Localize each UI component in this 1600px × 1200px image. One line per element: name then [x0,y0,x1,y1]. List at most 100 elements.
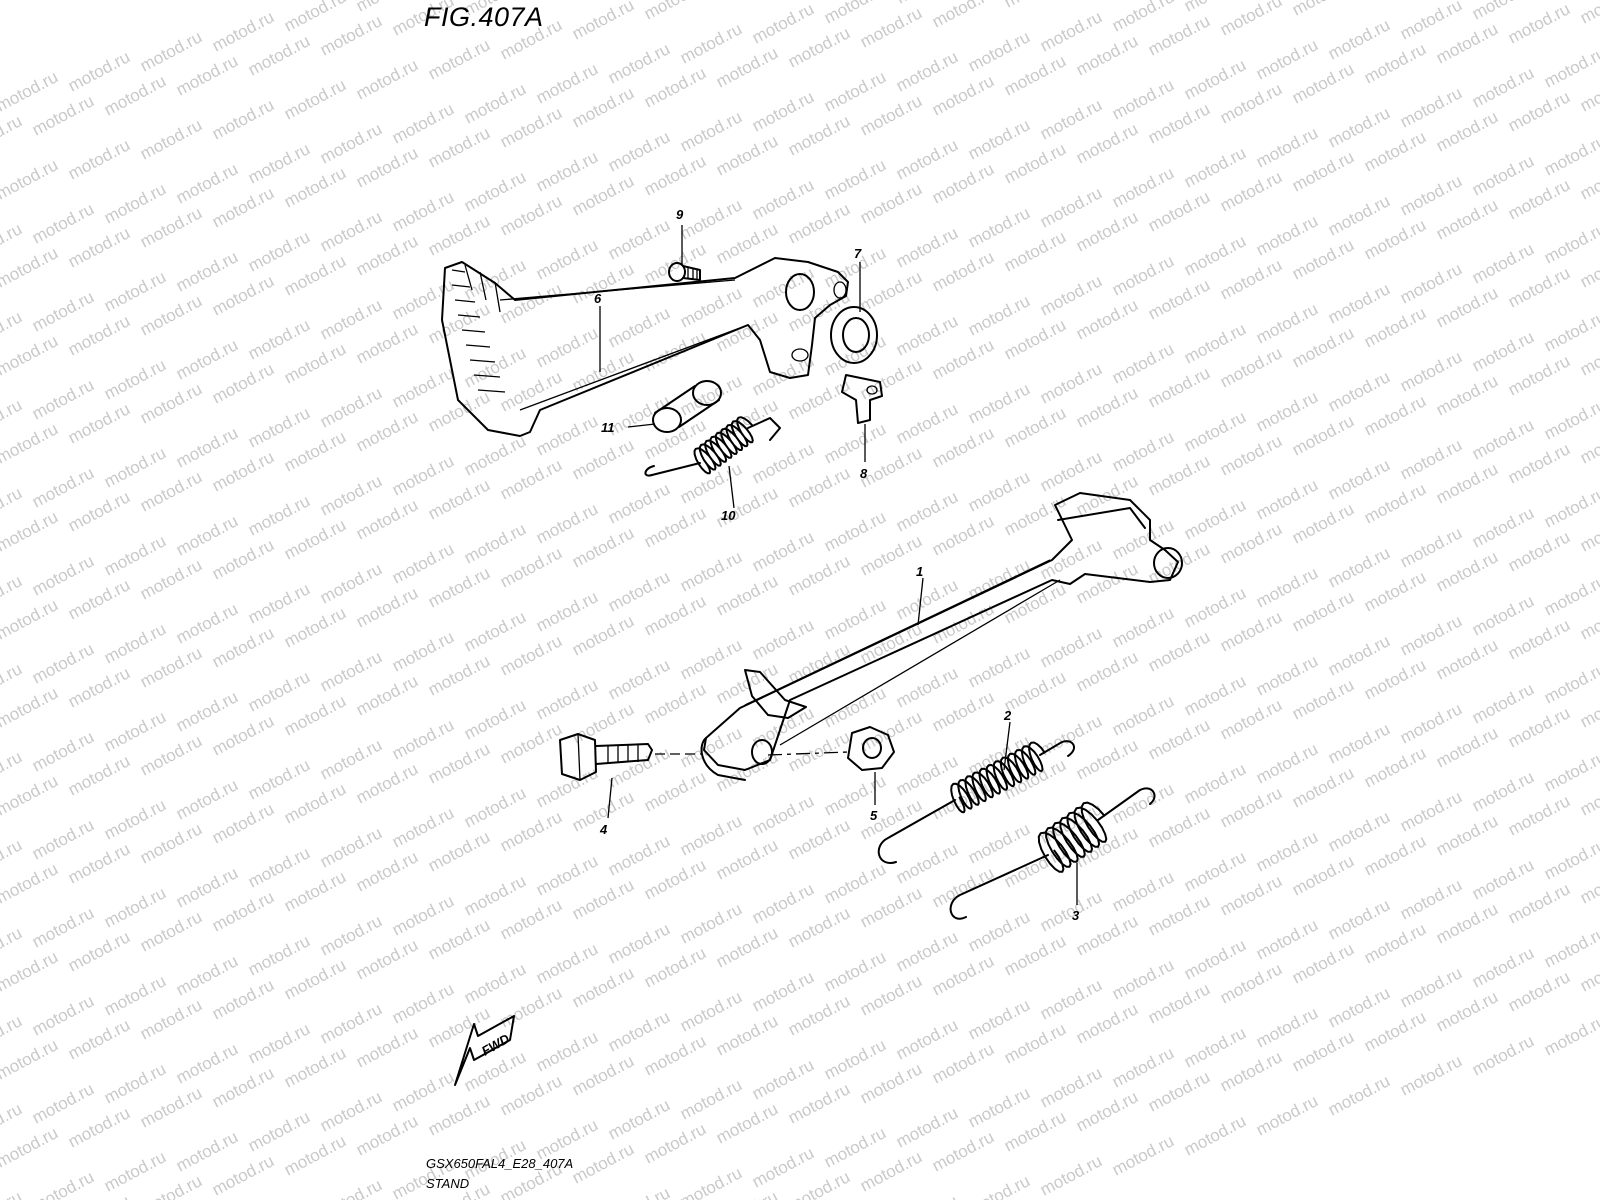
watermark-text: motod.ru [1217,167,1285,215]
watermark-text: motod.ru [1001,843,1069,891]
watermark-text: motod.ru [461,431,529,479]
watermark-text: motod.ru [497,719,565,767]
watermark-text: motod.ru [245,315,313,363]
watermark-text: motod.ru [1217,255,1285,303]
watermark-text: motod.ru [677,1163,745,1200]
nut [767,726,895,771]
watermark-text: motod.ru [785,639,853,687]
watermark-text: motod.ru [0,507,61,555]
watermark-text: motod.ru [1469,63,1537,111]
watermark-text: motod.ru [317,471,385,519]
watermark-text: motod.ru [821,67,889,115]
watermark-text: motod.ru [1397,1051,1465,1099]
watermark-text: motod.ru [1541,835,1600,883]
watermark-text: motod.ru [641,591,709,639]
watermark-text: motod.ru [317,911,385,959]
watermark-text: motod.ru [1145,451,1213,499]
watermark-text: motod.ru [1505,791,1573,839]
watermark-text: motod.ru [1037,183,1105,231]
watermark-text: motod.ru [1217,959,1285,1007]
watermark-text: motod.ru [605,1095,673,1143]
watermark-text: motod.ru [1541,571,1600,619]
watermark-text: motod.ru [569,963,637,1011]
watermark-text: motod.ru [317,823,385,871]
watermark-text: motod.ru [281,779,349,827]
watermark-text: motod.ru [929,863,997,911]
watermark-text: motod.ru [0,419,61,467]
watermark-text: motod.ru [317,1175,385,1200]
watermark-text: motod.ru [1289,1027,1357,1075]
watermark-text: motod.ru [713,923,781,971]
watermark-text: motod.ru [425,563,493,611]
leader-lines [599,225,1078,905]
watermark-text: motod.ru [1109,163,1177,211]
watermark-text: motod.ru [209,887,277,935]
watermark-text: motod.ru [497,103,565,151]
watermark-text: motod.ru [461,519,529,567]
watermark-text: motod.ru [29,1079,97,1127]
watermark-text: motod.ru [461,783,529,831]
watermark-text: motod.ru [1073,119,1141,167]
watermark-text: motod.ru [569,875,637,923]
callout-part-7: 7 [854,246,862,261]
watermark-text: motod.ru [605,567,673,615]
watermark-text: motod.ru [1109,339,1177,387]
watermark-text: motod.ru [641,63,709,111]
watermark-text: motod.ru [677,987,745,1035]
watermark-text: motod.ru [1181,495,1249,543]
watermark-text: motod.ru [101,443,169,491]
watermark-text: motod.ru [1073,295,1141,343]
watermark-text: motod.ru [857,267,925,315]
watermark-text: motod.ru [101,971,169,1019]
watermark-text: motod.ru [461,79,529,127]
watermark-text: motod.ru [461,607,529,655]
watermark-text: motod.ru [1145,627,1213,675]
watermark-text: motod.ru [245,1195,313,1200]
watermark-text: motod.ru [317,559,385,607]
watermark-text: motod.ru [209,359,277,407]
watermark-text: motod.ru [1397,699,1465,747]
watermark-text: motod.ru [137,115,205,163]
watermark-text: motod.ru [857,1147,925,1195]
watermark-text: motod.ru [965,27,1033,75]
watermark-text: motod.ru [65,1015,133,1063]
watermark-text: motod.ru [677,107,745,155]
watermark-text: motod.ru [1253,299,1321,347]
watermark-text: motod.ru [1325,983,1393,1031]
watermark-text: motod.ru [1217,783,1285,831]
watermark-text: motod.ru [137,555,205,603]
watermark-text: motod.ru [389,187,457,235]
watermark-text: motod.ru [1037,535,1105,583]
watermark-text: motod.ru [173,51,241,99]
watermark-text: motod.ru [353,495,421,543]
watermark-text: motod.ru [1469,679,1537,727]
watermark-text: motod.ru [893,1191,961,1200]
watermark-text: motod.ru [749,703,817,751]
watermark-text: motod.ru [281,515,349,563]
watermark-text: motod.ru [677,635,745,683]
watermark-text: motod.ru [857,707,925,755]
watermark-text: motod.ru [929,159,997,207]
watermark-text: motod.ru [1397,435,1465,483]
watermark-text: motod.ru [713,835,781,883]
watermark-text: motod.ru [1361,39,1429,87]
watermark-text: motod.ru [0,111,25,159]
watermark-text: motod.ru [857,531,925,579]
watermark-text: motod.ru [1325,279,1393,327]
watermark-text: motod.ru [1109,427,1177,475]
watermark-text: motod.ru [65,399,133,447]
watermark-text: motod.ru [1037,359,1105,407]
watermark-text: motod.ru [317,383,385,431]
watermark-text: motod.ru [1397,963,1465,1011]
watermark-text: motod.ru [389,979,457,1027]
watermark-text: motod.ru [209,1063,277,1111]
watermark-text: motod.ru [929,335,997,383]
watermark-text: motod.ru [1145,715,1213,763]
watermark-text: motod.ru [1001,579,1069,627]
callout-part-6: 6 [594,291,602,306]
watermark-text: motod.ru [1073,999,1141,1047]
watermark-text: motod.ru [65,839,133,887]
watermark-text: motod.ru [641,503,709,551]
watermark-text: motod.ru [713,0,781,4]
